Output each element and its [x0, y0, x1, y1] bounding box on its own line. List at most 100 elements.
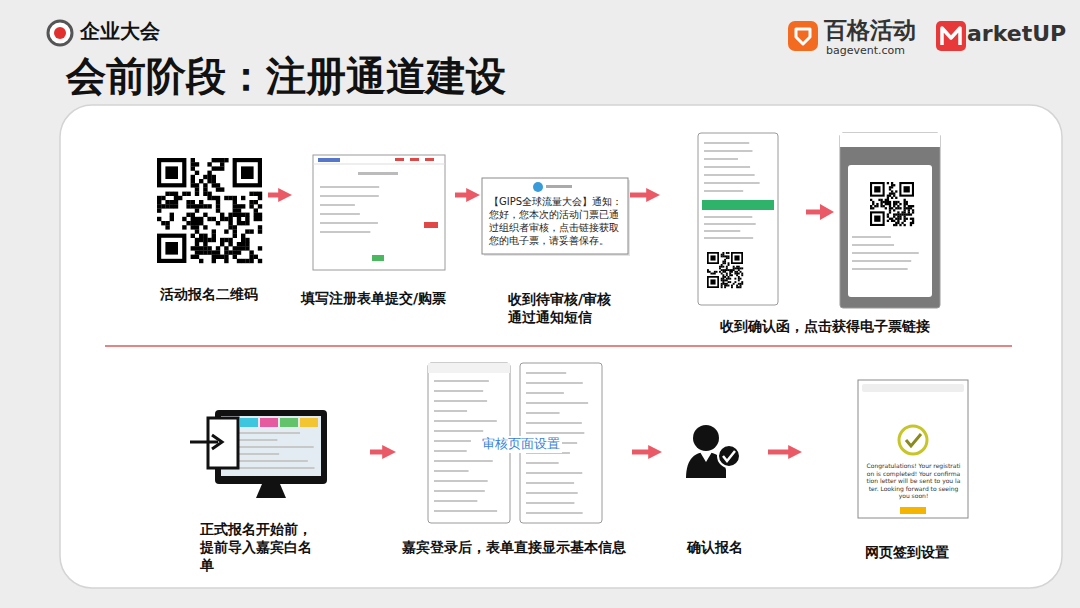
eticket-phone-part-part	[891, 218, 893, 220]
confirmation-phone-part-part	[722, 269, 724, 271]
qr-code-part	[224, 238, 228, 242]
qr-code-part	[220, 158, 224, 162]
form-phone-part-part	[434, 470, 469, 472]
step-box: 收到确认函，点击获得电子票链接	[660, 128, 945, 340]
eticket-phone-part-part	[891, 190, 893, 192]
confirmation-phone-part-part	[722, 254, 724, 256]
confirmation-phone-part-part	[734, 273, 736, 275]
confirmation-phone-part-part	[710, 279, 715, 284]
confirmation-phone-part-part	[726, 283, 728, 285]
eticket-phone-part-part	[891, 207, 893, 209]
confirmation-phone-part-part	[736, 285, 738, 287]
qr-code-part	[249, 255, 253, 259]
confirmation-phone-part-part	[721, 273, 723, 275]
confirmation-phone-part-part	[719, 267, 721, 269]
qr-code-part	[212, 175, 216, 179]
qr-code-part	[195, 242, 199, 246]
eticket-phone-part-part	[887, 195, 889, 197]
qr-code-part	[203, 187, 207, 191]
monitor-icon	[190, 410, 327, 498]
qr-code-part	[233, 234, 237, 238]
confirmation-phone-part	[704, 142, 760, 239]
confirmation-phone-part-part	[724, 262, 726, 264]
qr-code-part	[161, 238, 182, 259]
qr-code-part	[241, 166, 254, 179]
qr-code-part	[195, 250, 199, 254]
confirmation-phone-part-part	[716, 271, 718, 273]
eticket-phone-part-part	[899, 207, 901, 209]
confirmation-phone-part-part	[733, 267, 735, 269]
qr-code-part	[186, 200, 190, 204]
qr-code-part	[161, 221, 165, 225]
step-caption: 活动报名二维码	[150, 285, 268, 303]
form-phone-part-part	[434, 390, 483, 392]
qr-code-part	[207, 217, 211, 221]
confirmation-phone-part-part	[740, 278, 742, 280]
qr-code-part	[203, 213, 207, 217]
form-phone-part-part	[526, 512, 583, 514]
qr-code-part	[191, 179, 195, 183]
qr-code-part	[207, 171, 211, 175]
confirmation-phone-part-part	[721, 264, 723, 266]
qr-code-part	[228, 217, 232, 221]
content-panel	[60, 105, 1062, 588]
qr-code-part	[199, 246, 203, 250]
confirmation-phone-part-part	[707, 271, 709, 273]
confirmation-phone-part-part	[734, 255, 739, 260]
confirmation-phone-part-part	[722, 266, 724, 268]
qr-code-part	[212, 234, 216, 238]
confirmation-phone-part-part	[726, 274, 728, 276]
confirmation-phone	[698, 133, 778, 305]
qr-code-part	[224, 217, 228, 221]
eticket-phone-part-part	[852, 252, 919, 254]
confirmation-phone-part-part	[722, 271, 724, 273]
form-screenshot-part	[318, 158, 340, 162]
step-caption: 嘉宾登录后，表单直接显示基本信息	[396, 538, 632, 556]
step-box: 确认报名	[662, 400, 768, 565]
sms-screenshot-part	[546, 185, 572, 188]
qr-code-part	[207, 204, 211, 208]
monitor-icon-part	[260, 418, 278, 427]
event-logo-part	[54, 27, 66, 39]
eticket-phone-part-part	[891, 220, 893, 222]
qr-code-part	[233, 200, 237, 204]
qr-code-part	[195, 171, 199, 175]
qr-code-part	[245, 217, 249, 221]
confirmation-phone-part-part	[722, 252, 724, 254]
eticket-phone-part-part	[889, 186, 891, 188]
qr-code-part	[249, 259, 253, 263]
flow-arrow	[768, 450, 791, 455]
qr-code-part	[237, 250, 241, 254]
eticket-phone-part-part	[897, 211, 899, 213]
confirmation-phone-part-part	[704, 237, 753, 239]
qr-code-part	[258, 192, 262, 196]
eticket-phone-part-part	[897, 207, 899, 209]
monitor-icon-part	[190, 441, 218, 444]
overlay-label: 审核页面设置	[480, 436, 562, 453]
form-phone-part-part	[434, 460, 493, 462]
eticket-phone-part-part	[906, 207, 908, 209]
qr-code-part	[220, 242, 224, 246]
qr-code-part	[233, 204, 237, 208]
qr-code-part	[203, 204, 207, 208]
confirmation-phone-part-part	[719, 266, 721, 268]
confirmation-phone-part-part	[704, 190, 743, 192]
eticket-phone-part-part	[889, 192, 891, 194]
qr-code-part	[186, 192, 190, 196]
qr-code-part	[165, 166, 178, 179]
form-screenshot-part	[410, 158, 419, 161]
confirmation-phone-part-part	[740, 285, 742, 287]
confirmation-phone-part-part	[724, 261, 726, 263]
form-screenshot-part-part	[320, 231, 370, 233]
qr-code-part	[258, 246, 262, 250]
monitor-icon-part	[300, 418, 318, 427]
qr-code-part	[212, 158, 216, 162]
confirmation-phone-part-part	[741, 281, 743, 283]
eticket-phone-part-part	[912, 222, 914, 224]
confirmation-phone-part-part	[731, 252, 743, 264]
qr-code-part	[245, 221, 249, 225]
eticket-phone-part-part	[893, 203, 895, 205]
eticket-phone-part-part	[885, 199, 887, 201]
qr-code-part	[228, 196, 232, 200]
eticket-phone-part-part	[876, 205, 878, 207]
